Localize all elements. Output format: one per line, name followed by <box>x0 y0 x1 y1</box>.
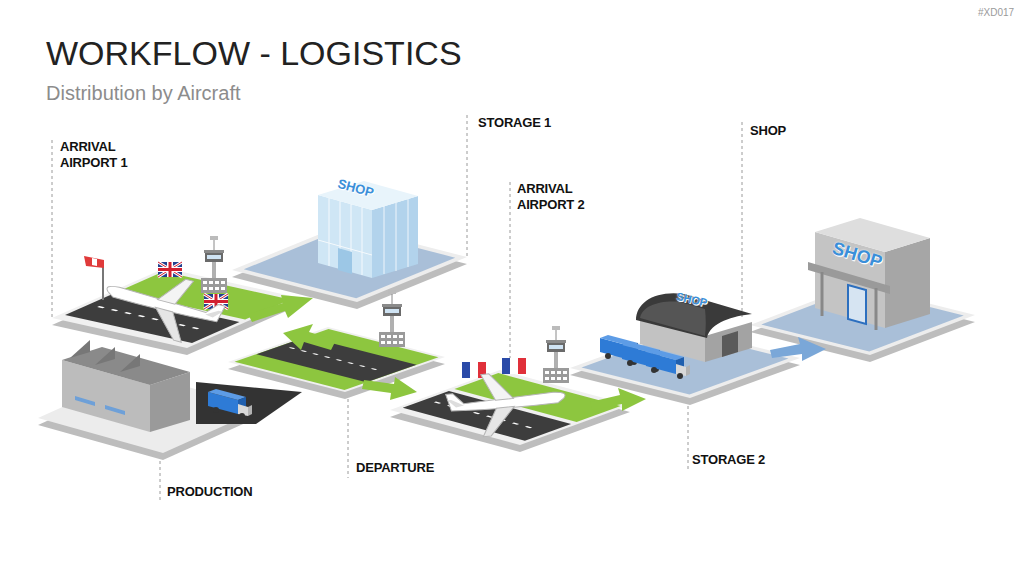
flow-arrows <box>248 295 826 411</box>
stage-label: ARRIVAL AIRPORT 2 <box>517 181 595 213</box>
stage-label: PRODUCTION <box>167 484 252 500</box>
building-sign: SHOP <box>830 238 885 273</box>
storage-tile <box>232 181 467 309</box>
shop-tile <box>750 218 975 362</box>
slide-title: WORKFLOW - LOGISTICS <box>46 34 462 73</box>
stage-label: STORAGE 2 <box>692 452 765 468</box>
building-sign: SHOP <box>336 176 375 200</box>
stage-label: STORAGE 1 <box>478 115 551 131</box>
building-sign: SHOP <box>675 290 708 309</box>
stage-label: ARRIVAL AIRPORT 1 <box>60 139 138 171</box>
storage-tile <box>570 293 800 405</box>
airport-tile <box>390 326 630 452</box>
watermark: #XD017 <box>978 7 1014 18</box>
stage-label: SHOP <box>750 123 786 139</box>
production-tile <box>38 340 302 460</box>
stage-label: DEPARTURE <box>356 460 434 476</box>
subtitle: Distribution by Aircraft <box>46 82 241 105</box>
airport-tile <box>228 290 445 399</box>
airport-tile <box>52 236 300 355</box>
